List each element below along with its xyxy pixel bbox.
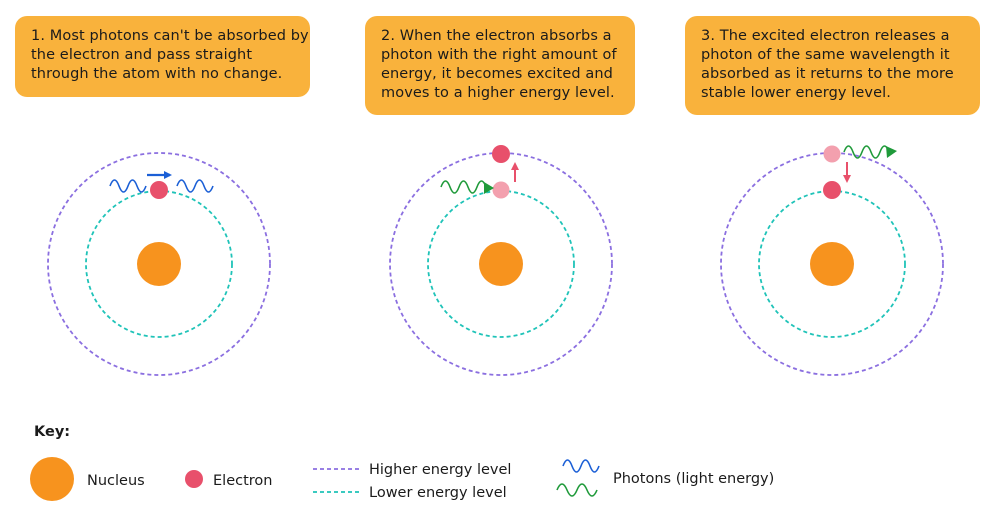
atom-1-higher-orbit — [47, 152, 271, 376]
atom-2-electron-excited — [492, 145, 510, 163]
atom-2 — [389, 145, 613, 376]
atom-1-electron — [150, 181, 168, 199]
step-3-card: 3. The excited electron releases a photo… — [685, 16, 980, 115]
step-1-line-1: 1. Most photons can't be absorbed by — [31, 28, 309, 44]
atom-1-nucleus — [137, 242, 181, 286]
step-3-line-1: 3. The excited electron releases a — [701, 28, 950, 44]
key-lower-level-label: Lower energy level — [369, 485, 507, 501]
atom-3-photon-released — [843, 145, 890, 159]
atom-3 — [720, 145, 944, 376]
atom-3-electron-returned — [823, 181, 841, 199]
atom-2-photon-arrowhead — [484, 182, 494, 194]
atom-3-electron-excited-faded — [823, 145, 841, 163]
atom-1 — [47, 152, 271, 376]
step-2-line-4: moves to a higher energy level. — [381, 85, 615, 101]
step-1-card: 1. Most photons can't be absorbed by the… — [15, 16, 310, 97]
step-1-line-2: the electron and pass straight — [31, 47, 253, 63]
key-electron-icon — [185, 470, 203, 488]
step-2-line-1: 2. When the electron absorbs a — [381, 28, 612, 44]
key-title: Key: — [34, 424, 70, 440]
atom-2-electron-original — [492, 181, 510, 199]
atom-2-nucleus — [479, 242, 523, 286]
step-2-line-2: photon with the right amount of — [381, 47, 617, 63]
key-photon-blue-icon — [562, 459, 600, 473]
key-electron-label: Electron — [213, 473, 272, 489]
atom-2-higher-orbit — [389, 152, 613, 376]
atom-1-photon-out — [176, 179, 214, 193]
atom-3-photon-arrowhead — [886, 146, 897, 158]
step-3-line-3: absorbed as it returns to the more — [701, 66, 954, 82]
step-3-line-2: photon of the same wavelength it — [701, 47, 950, 63]
key-nucleus-icon — [30, 457, 74, 501]
key-higher-level-label: Higher energy level — [369, 462, 511, 478]
atom-3-nucleus — [810, 242, 854, 286]
atom-2-photon-absorbed — [440, 180, 487, 194]
key-nucleus-label: Nucleus — [87, 473, 145, 489]
atom-1-photon-in — [109, 179, 147, 193]
key-photon-green-icon — [556, 483, 598, 497]
step-1-line-3: through the atom with no change. — [31, 66, 283, 82]
step-3-line-4: stable lower energy level. — [701, 85, 891, 101]
step-2-line-3: energy, it becomes excited and — [381, 66, 613, 82]
step-2-card: 2. When the electron absorbs a photon wi… — [365, 16, 635, 115]
key-photons-label: Photons (light energy) — [613, 471, 774, 487]
key: Key: Nucleus Electron Higher energy leve… — [30, 424, 774, 501]
atom-3-higher-orbit — [720, 152, 944, 376]
